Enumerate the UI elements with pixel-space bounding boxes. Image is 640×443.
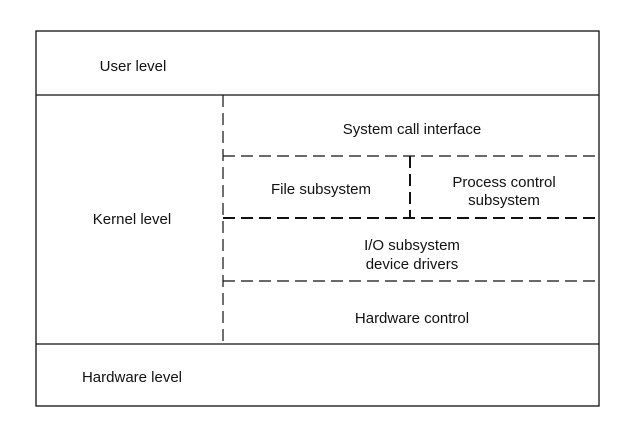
io-subsystem-label-line1: I/O subsystem xyxy=(364,237,460,254)
system-call-interface-label: System call interface xyxy=(343,121,481,138)
io-subsystem-label-line2: device drivers xyxy=(366,256,459,273)
kernel-level-label: Kernel level xyxy=(93,211,171,228)
process-control-label-line1: Process control xyxy=(452,174,555,191)
hardware-control-label: Hardware control xyxy=(355,310,469,327)
file-subsystem-label: File subsystem xyxy=(271,181,371,198)
hardware-level-label: Hardware level xyxy=(82,369,182,386)
process-control-label-line2: subsystem xyxy=(468,192,540,209)
outer-frame xyxy=(35,30,600,407)
user-level-label: User level xyxy=(100,58,167,75)
